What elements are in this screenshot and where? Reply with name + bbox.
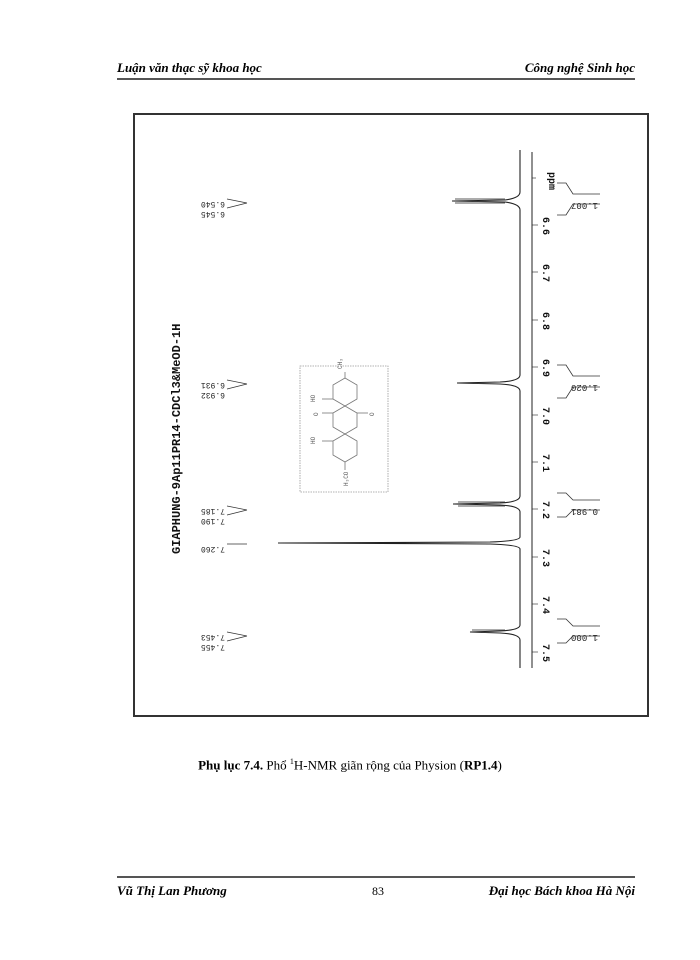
caption-close: ) [497, 757, 502, 773]
caption-text-2: H-NMR giãn rộng của Physion ( [293, 757, 464, 773]
svg-text:7.3: 7.3 [539, 549, 550, 567]
caption-sup: 1 [289, 757, 294, 766]
svg-text:7.453: 7.453 [201, 632, 225, 641]
svg-text:7.185: 7.185 [201, 506, 225, 515]
svg-text:1.000: 1.000 [571, 632, 598, 642]
svg-text:HO: HO [310, 394, 317, 402]
integral-values: 1.007 1.020 0.981 1.000 [571, 200, 598, 642]
spectrum-trace [277, 150, 521, 668]
svg-text:ppm: ppm [545, 172, 556, 190]
caption-sample-code: RP1.4 [463, 757, 498, 773]
page-footer: Vũ Thị Lan Phương 83 Đại học Bách khoa H… [117, 876, 635, 900]
svg-text:H₃CO: H₃CO [343, 471, 350, 486]
ppm-axis [531, 152, 538, 668]
integral-brackets [557, 182, 600, 644]
svg-text:7.455: 7.455 [201, 642, 225, 651]
svg-text:7.4: 7.4 [539, 596, 550, 614]
svg-text:7.5: 7.5 [539, 644, 550, 662]
peak-labels: 6.545 6.540 6.932 6.931 7.190 7.185 7.26… [201, 199, 225, 651]
svg-text:7.2: 7.2 [539, 501, 550, 519]
svg-text:6.932: 6.932 [201, 390, 225, 399]
svg-text:6.7: 6.7 [539, 264, 550, 282]
svg-text:6.931: 6.931 [201, 380, 225, 389]
svg-text:HO: HO [310, 436, 317, 444]
footer-author: Vũ Thị Lan Phương [117, 883, 227, 898]
header-department: Công nghệ Sinh học [524, 60, 635, 75]
svg-text:7.260: 7.260 [201, 544, 225, 553]
svg-text:6.9: 6.9 [539, 359, 550, 377]
header-thesis-title: Luận văn thạc sỹ khoa học [117, 60, 262, 75]
svg-text:O: O [369, 412, 376, 416]
caption-text-1: Phổ [263, 757, 290, 773]
svg-text:1.007: 1.007 [571, 200, 598, 210]
svg-text:7.190: 7.190 [201, 516, 225, 525]
svg-text:O: O [313, 412, 320, 416]
figure-caption: Phụ lục 7.4. Phổ 1H-NMR giãn rộng của Ph… [0, 757, 700, 773]
ppm-tick-labels: ppm 6.6 6.7 6.8 6.9 7.0 7.1 7.2 7.3 7.4 … [539, 172, 556, 662]
caption-label: Phụ lục 7.4. [198, 757, 264, 773]
svg-text:7.1: 7.1 [539, 454, 550, 472]
svg-text:CH₃: CH₃ [337, 358, 344, 369]
physion-structure-inset: CH₃ HO O O HO H₃CO [299, 358, 389, 493]
page-number: 83 [372, 884, 384, 898]
spectrum-title: GIAPHUNG-9Ap11PR14-CDCl3&MeOD-1H [170, 324, 184, 554]
page-header: Luận văn thạc sỹ khoa học Công nghệ Sinh… [117, 58, 635, 80]
peak-label-connectors [226, 198, 248, 642]
svg-text:1.020: 1.020 [571, 382, 598, 392]
svg-text:6.8: 6.8 [539, 312, 550, 330]
nmr-spectrum-frame [133, 113, 649, 717]
svg-text:6.540: 6.540 [201, 199, 225, 208]
svg-text:7.0: 7.0 [539, 407, 550, 425]
svg-text:6.545: 6.545 [201, 209, 225, 218]
svg-text:6.6: 6.6 [539, 217, 550, 235]
footer-university: Đại học Bách khoa Hà Nội [488, 883, 635, 898]
svg-text:0.981: 0.981 [571, 506, 598, 516]
